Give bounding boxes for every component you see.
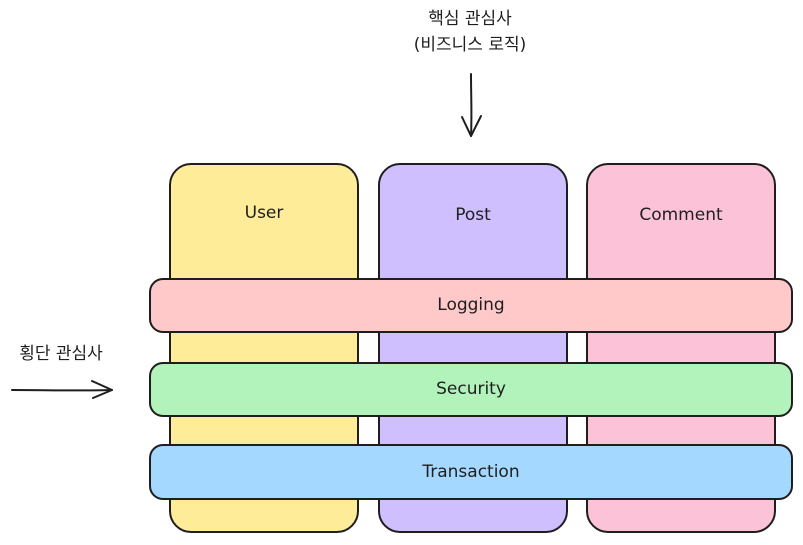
aspect-band-logging: Logging	[149, 278, 793, 333]
right-arrow-icon	[11, 380, 113, 399]
aspect-band-security: Security	[149, 362, 793, 417]
aspect-label: Security	[436, 379, 506, 399]
module-label: User	[244, 203, 284, 223]
aspect-label: Logging	[437, 295, 505, 315]
down-arrow-icon	[461, 73, 482, 137]
module-label: Post	[455, 205, 491, 225]
aspect-band-transaction: Transaction	[149, 444, 793, 500]
core-concern-title: 핵심 관심사	[428, 9, 512, 29]
core-concern-subtitle: (비즈니스 로직)	[413, 35, 527, 55]
module-label: Comment	[639, 205, 723, 225]
aspect-label: Transaction	[422, 462, 520, 482]
cross-cutting-concern-title: 횡단 관심사	[19, 344, 103, 364]
